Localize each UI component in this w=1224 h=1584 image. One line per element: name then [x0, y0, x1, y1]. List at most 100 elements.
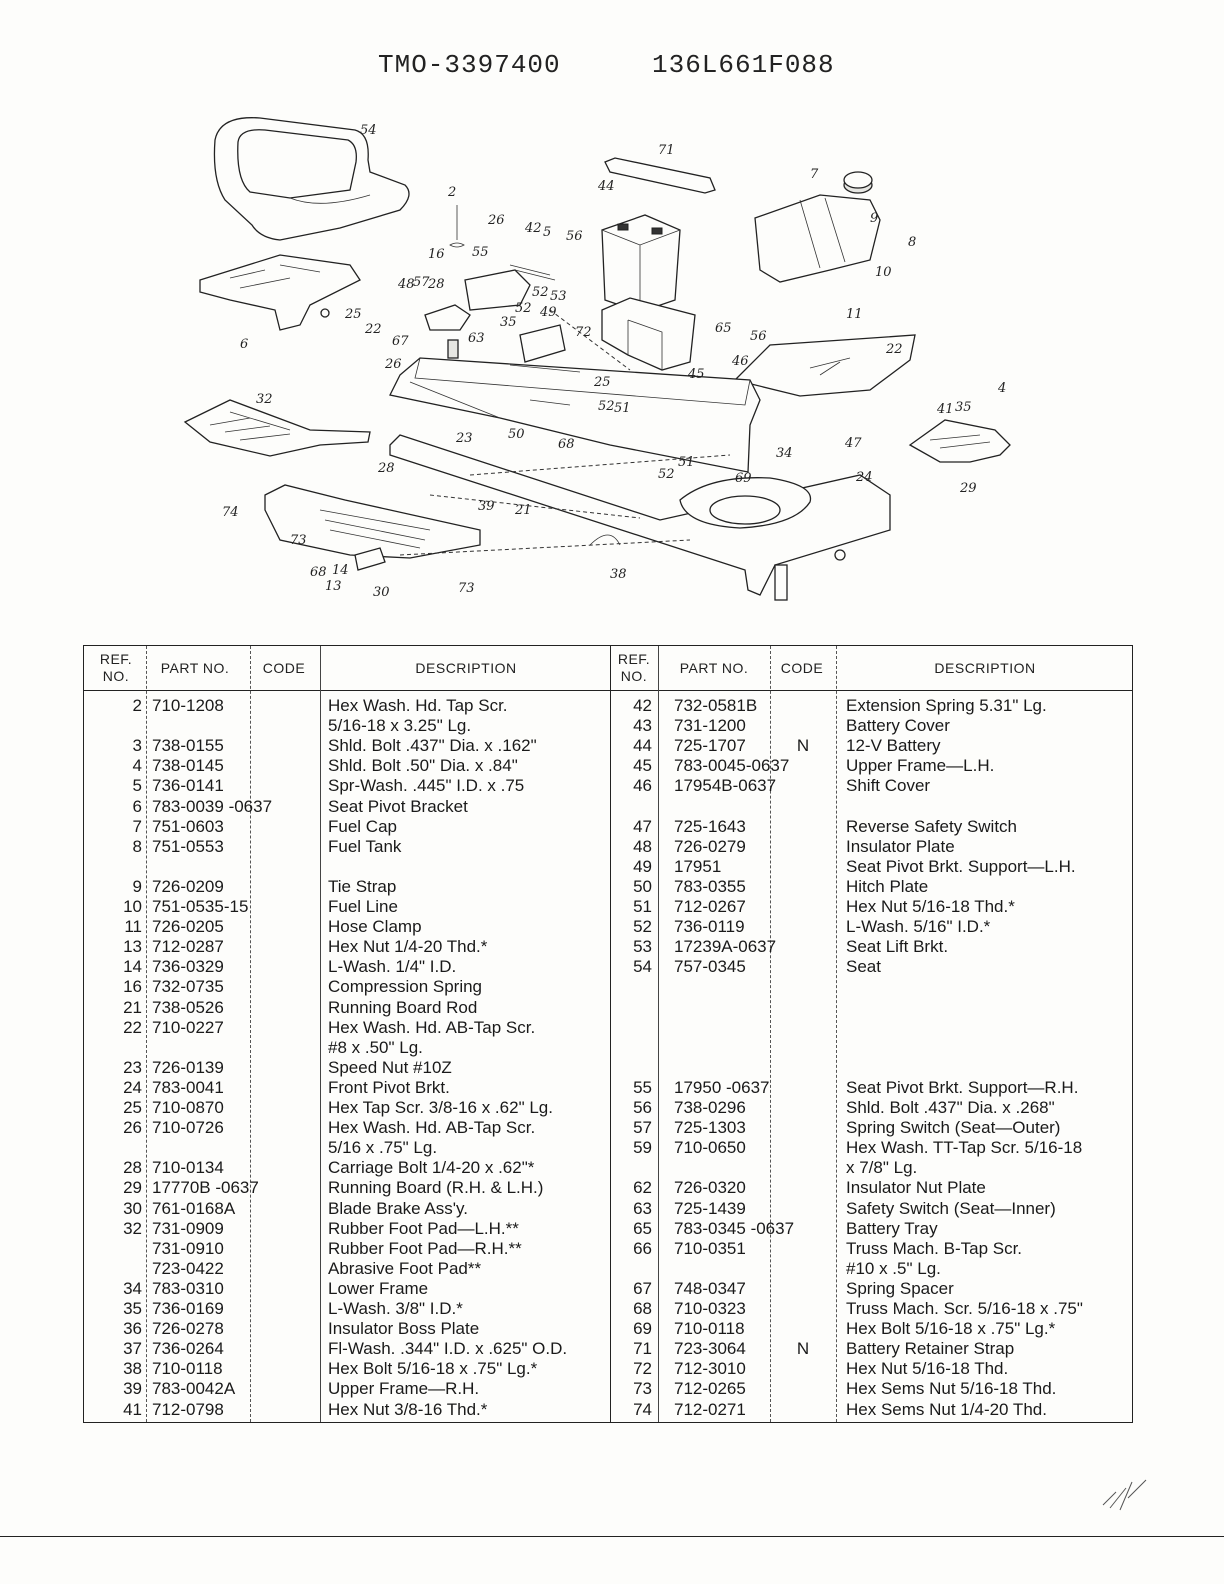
callout-label: 47 — [844, 436, 862, 451]
callout-label: 16 — [428, 247, 445, 262]
description-cell: Front Pivot Brkt. — [328, 1077, 450, 1097]
ref-cell: 48 — [633, 836, 652, 856]
battery-strap-drawing — [604, 157, 716, 194]
description-cell: Safety Switch (Seat—Inner) — [846, 1198, 1056, 1218]
ref-cell: 28 — [123, 1158, 142, 1178]
parts-table: REF. NO. PART NO. CODE DESCRIPTION REF. … — [83, 645, 1133, 1423]
part-no-cell: 751-0603 — [152, 816, 224, 836]
callout-label: 53 — [550, 289, 567, 304]
callout-label: 65 — [715, 321, 732, 336]
description-cell: Fuel Cap — [328, 816, 397, 836]
part-no-cell: 783-0039 -0637 — [152, 796, 273, 816]
callout-label: 10 — [875, 265, 892, 280]
callout-label: 69 — [735, 471, 752, 486]
ref-cell: 50 — [633, 876, 652, 896]
table-row — [84, 998, 1132, 1018]
callout-label: 22 — [885, 342, 903, 357]
callout-label: 5 — [543, 225, 551, 240]
col-header-part-left: PART NO. — [160, 659, 230, 676]
foot-pad-left-drawing — [183, 399, 371, 457]
callout-label: 28 — [427, 277, 445, 292]
description-cell: Speed Nut #10Z — [328, 1057, 452, 1077]
description-cell: Spring Switch (Seat—Outer) — [846, 1118, 1061, 1138]
callout-label: 4 — [997, 381, 1006, 396]
col-header-desc-right: DESCRIPTION — [934, 659, 1036, 676]
part-no-cell: 710-0870 — [152, 1098, 224, 1117]
description-cell: Spring Spacer — [846, 1278, 954, 1298]
description-cell: Insulator Plate — [846, 836, 955, 856]
ref-cell: 53 — [633, 937, 652, 957]
ref-cell: 65 — [633, 1218, 652, 1238]
ref-cell: 73 — [633, 1379, 652, 1399]
callout-label: 52 — [515, 301, 532, 316]
description-cell: Blade Brake Ass'y. — [328, 1198, 468, 1218]
callout-label: 57 — [413, 275, 430, 290]
part-no-cell: 726-0205 — [152, 917, 224, 937]
table-row — [84, 1038, 1132, 1058]
part-no-cell: 725-1643 — [674, 816, 746, 836]
code-cell: N — [796, 1339, 810, 1359]
part-no-cell: 17950 -0637 — [674, 1077, 770, 1097]
part-no-cell: 726-0320 — [674, 1178, 746, 1198]
ref-cell: 43 — [633, 716, 652, 736]
column-rule — [610, 646, 611, 1422]
description-cell: Truss Mach. Scr. 5/16-18 x .75" — [846, 1299, 1083, 1318]
callout-label: 72 — [575, 325, 592, 340]
part-no-cell: 712-0271 — [674, 1399, 746, 1419]
ref-cell: 37 — [123, 1339, 142, 1359]
description-cell: L-Wash. 1/4" I.D. — [328, 957, 457, 977]
ref-cell: 55 — [633, 1077, 652, 1097]
description-cell: Shift Cover — [846, 776, 931, 796]
table-row — [84, 1058, 1132, 1078]
ref-cell: 35 — [123, 1299, 142, 1318]
description-cell: Rubber Foot Pad—R.H.** — [328, 1238, 522, 1258]
callout-label: 25 — [593, 375, 611, 390]
callout-label: 52 — [532, 285, 549, 300]
callout-label: 44 — [597, 179, 615, 194]
ref-cell: 23 — [123, 1057, 142, 1077]
callout-label: 74 — [222, 505, 239, 520]
column-rule — [836, 646, 837, 1422]
seat-pivot-bracket-drawing — [199, 254, 361, 331]
callout-label: 54 — [360, 123, 377, 138]
part-no-cell: 731-0910 — [152, 1238, 224, 1258]
description-cell: Fl-Wash. .344" I.D. x .625" O.D. — [328, 1339, 568, 1359]
part-no-cell: 783-0310 — [152, 1278, 224, 1298]
description-cell: Seat — [846, 957, 881, 977]
callout-label: 49 — [539, 305, 557, 320]
callout-label: 41 — [936, 402, 954, 417]
part-no-cell: 710-0118 — [152, 1359, 223, 1379]
part-no-cell: 736-0119 — [674, 917, 745, 937]
part-no-cell: 761-0168A — [152, 1198, 236, 1218]
ref-cell: 38 — [123, 1359, 142, 1379]
description-cell: Shld. Bolt .437" Dia. x .268" — [846, 1098, 1055, 1117]
table-row — [84, 977, 1132, 997]
description-cell: Hex Sems Nut 1/4-20 Thd. — [846, 1399, 1047, 1419]
callout-label: 51 — [614, 401, 631, 416]
description-cell: Hex Wash. Hd. Tap Scr. — [328, 696, 508, 715]
ref-cell: 63 — [633, 1198, 652, 1218]
callout-label: 48 — [397, 277, 415, 292]
description-cell: Hex Nut 5/16-18 Thd. — [846, 1359, 1009, 1379]
description-cell: Hex Nut 1/4-20 Thd.* — [328, 937, 488, 957]
running-board-drawing — [264, 484, 481, 571]
description-cell: L-Wash. 3/8" I.D.* — [328, 1299, 463, 1318]
description-cell: Seat Pivot Brkt. Support—L.H. — [846, 856, 1076, 876]
table-row: 731-0910 Rubber Foot Pad—R.H.** — [84, 1239, 1132, 1259]
